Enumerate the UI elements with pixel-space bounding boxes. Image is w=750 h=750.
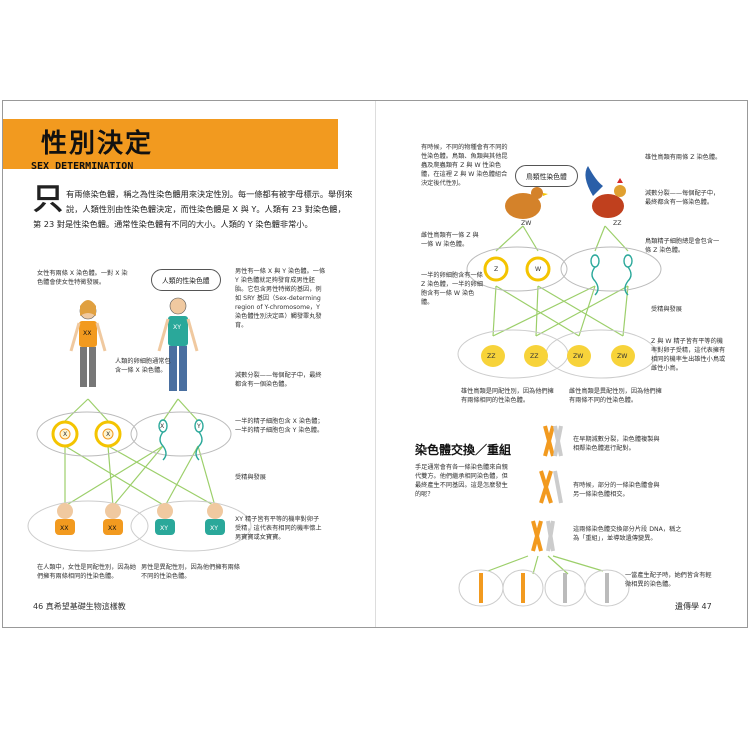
bird-egg-group	[466, 246, 568, 292]
chromosome-step-3	[531, 520, 555, 552]
female-chick-group	[545, 329, 657, 379]
bird-meiosis-note: 減數分裂——每個配子中，最終都含有一條染色體。	[645, 190, 720, 206]
intro-paragraph: 只 有兩條染色體，稱之為性染色體用來決定性別。每一條都有被字母標示。舉例來說，人…	[33, 182, 353, 232]
sperm-x-label: X	[160, 423, 165, 430]
bird-inheritance-lines	[492, 225, 629, 337]
chromosome-crossover-diagram	[458, 425, 630, 607]
xy-probability-note: XY 精子皆有平等的機率對卵子受精，這代表有相同的機率懷上男寶寶或女寶寶。	[235, 516, 322, 541]
egg-cells-group	[36, 411, 138, 457]
baby-3-tag: XY	[160, 525, 169, 532]
human-chromosome-label: 人類的性染色體	[151, 269, 221, 291]
female-note: 女性有兩條 X 染色體。一對 X 染色體會使女性特徵發展。	[37, 270, 128, 286]
right-page-number: 47	[701, 602, 712, 611]
right-footer: 遺傳學 47	[675, 601, 712, 612]
man-xy-tag: XY	[173, 324, 182, 331]
male-result-note: 男性是異配性別，因為他們擁有兩條不同的性染色體。	[141, 564, 240, 580]
man-figure	[157, 297, 199, 391]
sperm-cells	[158, 419, 204, 461]
crossover-step-4: 一當產生配子時，她們皆含有輕微相異的染色體。	[625, 572, 712, 588]
bird-egg-note: 一半的卵細胞含有一條 Z 染色體，一半的卵細胞含有一條 W 染色體。	[421, 272, 483, 306]
woman-figure	[69, 300, 107, 387]
baby-4-tag: XY	[210, 525, 219, 532]
chromosome-step-2	[539, 470, 563, 504]
chick-4-tag: ZW	[617, 353, 628, 360]
bird-fertilization-note: 受精與發展	[651, 306, 682, 313]
bird-egg-w-label: W	[535, 266, 542, 273]
left-inheritance-lines	[64, 398, 216, 507]
female-bird-note: 雌性鳥類有一條 Z 與一條 W 染色體。	[421, 232, 479, 248]
crossover-step-2: 有時候，部分的一條染色體會與另一條染色體相交。	[573, 482, 660, 498]
crossover-step-1: 在早期減數分裂，染色體複製與相鄰染色體進行配對。	[573, 436, 660, 452]
male-offspring-group	[130, 500, 252, 552]
diagram-artwork	[27, 166, 662, 607]
female-result-note: 在人類中，女性是同配性別，因為她們擁有兩條相同的性染色體。	[37, 564, 136, 580]
bird-egg-z	[483, 256, 509, 282]
sperm-y-label: Y	[197, 423, 201, 430]
bird-top-note: 有時候，不同的物種會有不同的性染色體。鳥類、魚類與其他昆蟲及爬蟲類有 Z 與 W…	[421, 144, 508, 187]
bird-chromosome-label: 鳥類性染色體	[515, 165, 578, 187]
bird-sperm	[590, 254, 633, 296]
page-title: 性別決定	[41, 129, 154, 159]
zw-probability-note: Z 與 W 精子皆有平等的機率對卵子受精，這代表擁有相同的機率生出雄性小鳥或雌性…	[651, 338, 726, 372]
sperm-note: 一半的精子細胞包含 X 染色體；一半的精子細胞包含 Y 染色體。	[235, 418, 324, 434]
hen-zw-tag: ZW	[521, 220, 532, 227]
male-chick-group	[457, 329, 569, 379]
gamete-chromosomes	[458, 569, 630, 607]
rooster-figure	[585, 166, 626, 218]
intro-dropcap: 只	[33, 182, 63, 217]
male-bird-result: 雄性鳥類是同配性別，因為他們擁有兩條相同的性染色體。	[461, 388, 554, 404]
egg-cell-1	[51, 420, 79, 448]
bird-sperm-group	[560, 246, 662, 292]
egg-note: 人類的卵細胞通常包含一條 X 染色體。	[115, 358, 171, 374]
hen-figure	[505, 182, 548, 219]
crossover-title: 染色體交換／重組	[415, 443, 512, 457]
baby-2-tag: XX	[108, 525, 117, 532]
crossover-intro: 手足通常會有各一條染色體來自親代雙方。他們繼承相同染色體，但最終產生不同基因。這…	[415, 464, 508, 498]
title-banner	[3, 119, 338, 169]
egg-x-label-1: X	[63, 431, 68, 438]
rooster-zz-tag: ZZ	[613, 220, 622, 227]
egg-cell-2	[94, 420, 122, 448]
left-page-number: 46	[33, 602, 44, 611]
egg-x-label-2: X	[106, 431, 111, 438]
page-subtitle: SEX DETERMINATION	[31, 161, 134, 172]
chick-2-tag: ZZ	[530, 353, 539, 360]
page-gutter	[375, 101, 376, 627]
meiosis-note: 減數分裂——每個配子中，最終都含有一個染色體。	[235, 372, 322, 388]
left-footer-text: 真希望基礎生物這樣教	[45, 602, 126, 611]
chromosome-step-1	[543, 425, 563, 457]
chicks	[481, 345, 635, 367]
chick-1-tag: ZZ	[487, 353, 496, 360]
male-bird-note: 雄性鳥類有兩條 Z 染色體。	[645, 154, 722, 161]
crossover-step-3: 這兩條染色體交換部分片段 DNA，稱之為「重組」，並導致遺傳變異。	[573, 526, 682, 542]
sperm-cells-group	[130, 411, 232, 457]
woman-xx-tag: XX	[83, 330, 92, 337]
right-footer-text: 遺傳學	[675, 602, 699, 611]
bird-egg-z-label: Z	[494, 266, 499, 273]
baby-4	[205, 503, 225, 535]
female-offspring-group	[27, 500, 149, 552]
baby-1	[55, 503, 75, 535]
baby-3	[155, 503, 175, 535]
left-footer: 46 真希望基礎生物這樣教	[33, 601, 126, 612]
book-spread: 性別決定 SEX DETERMINATION 只 有兩條染色體，稱之為性染色體用…	[2, 100, 748, 628]
baby-2	[103, 503, 123, 535]
female-bird-result: 雌性鳥類是異配性別，因為他們擁有兩條不同的性染色體。	[569, 388, 662, 404]
intro-text: 有兩條染色體，稱之為性染色體用來決定性別。每一條都有被字母標示。舉例來說，人類性…	[33, 189, 353, 229]
bird-egg-w	[525, 256, 551, 282]
chick-3-tag: ZW	[573, 353, 584, 360]
bird-sperm-note: 鳥類精子細胞總是會包含一條 Z 染色體。	[645, 238, 720, 254]
male-note: 男性有一條 X 與 Y 染色體。一條 Y 染色體就足夠發育成男性胚胎。它包含男性…	[235, 268, 326, 329]
baby-1-tag: XX	[60, 525, 69, 532]
fertilization-note: 受精與發展	[235, 474, 266, 481]
